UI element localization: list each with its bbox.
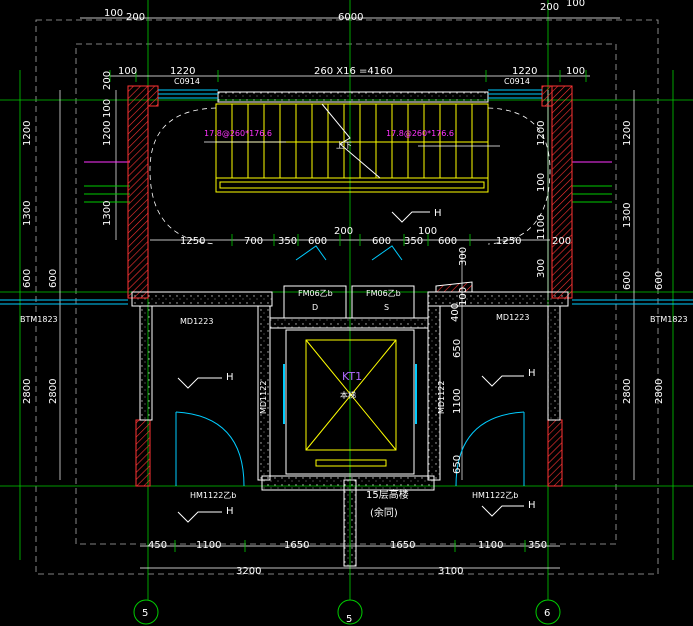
fm-sub-left: D (312, 303, 318, 312)
top-dim-stair-run: 260 X16 =4160 (314, 66, 393, 77)
right-dim-2800b: 2800 (654, 379, 665, 404)
bottom-dim-1650b: 1650 (390, 540, 415, 551)
stair-label-left: 17.8@260*176.6 (204, 129, 272, 138)
mid-dim-600b: 600 (372, 236, 391, 247)
md-label-left: MD1223 (180, 317, 213, 326)
mid-dim-100: 100 (418, 226, 437, 237)
axis-label-mid: 5 (346, 614, 352, 625)
md-elev-left: MD1122 (259, 381, 268, 414)
level-h-bottom-left: H (226, 506, 234, 517)
side-reference-lines (0, 161, 693, 305)
left-dim-100: 100 (102, 99, 113, 118)
elev-dim-100b: 100 (458, 287, 469, 306)
axis-label-left: 5 (142, 608, 148, 619)
btm-label-left: BTM1823 (20, 315, 58, 324)
mid-dim-200r: 200 (552, 236, 571, 247)
left-dim-1200b: 1200 (102, 121, 113, 146)
top-dim-100-left: 100 (118, 66, 137, 77)
stair-label-right: 17.8@260*176.6 (386, 129, 454, 138)
level-h-stair: H (434, 208, 442, 219)
left-dim-200: 200 (102, 71, 113, 90)
top-dim-total: 6000 (338, 12, 363, 23)
fire-doors (283, 245, 473, 319)
stair-treads (215, 103, 489, 193)
right-dim-100a: 100 (536, 173, 547, 192)
top-dim-1220b: 1220 (512, 66, 537, 77)
right-dim-1200b: 1200 (536, 121, 547, 146)
stair-up-label: 上下 (336, 141, 352, 150)
dimension-ticks (109, 70, 587, 552)
axis-bubbles (133, 599, 561, 625)
md-label-right: MD1223 (496, 313, 529, 322)
bottom-dim-1650a: 1650 (284, 540, 309, 551)
elev-dim-1100: 1100 (452, 389, 463, 414)
elev-dim-300: 300 (458, 247, 469, 266)
top-dim-1220a: 1220 (170, 66, 195, 77)
window-label-left: C0914 (174, 77, 200, 86)
top-dim-200b: 200 (540, 2, 559, 13)
concrete-walls (131, 91, 569, 567)
window-label-right: C0914 (504, 77, 530, 86)
left-dim-1300a: 1300 (22, 201, 33, 226)
bottom-dim-1100b: 1100 (478, 540, 503, 551)
bottom-dim-450: 450 (148, 540, 167, 551)
mid-dim-1250a: 1250 (180, 236, 205, 247)
mid-dim-350b: 350 (404, 236, 423, 247)
top-dim-100c: 100 (566, 66, 585, 77)
landing-boundary (149, 107, 551, 245)
elevator-sub: 本梯 (340, 390, 356, 400)
right-dim-600a: 600 (622, 271, 633, 290)
md-elev-right: MD1122 (437, 381, 446, 414)
fm-label-right: FM06乙b (366, 289, 401, 298)
mid-dim-600a: 600 (308, 236, 327, 247)
left-dim-1300b: 1300 (102, 201, 113, 226)
mid-dim-600c: 600 (438, 236, 457, 247)
elev-dim-650b: 650 (452, 455, 463, 474)
fm-sub-right: S (384, 303, 389, 312)
level-h-left: H (226, 372, 234, 383)
left-dim-600a: 600 (22, 269, 33, 288)
hm-label-left: HM1122乙b (190, 491, 236, 500)
mid-dim-200: 200 (334, 226, 353, 237)
hatched-walls (127, 85, 573, 487)
hm-label-right: HM1122乙b (472, 491, 518, 500)
mid-dim-350a: 350 (278, 236, 297, 247)
elev-dim-650a: 650 (452, 339, 463, 358)
left-dim-1200a: 1200 (22, 121, 33, 146)
elev-dim-400: 400 (450, 303, 461, 322)
left-dim-600b: 600 (48, 269, 59, 288)
fm-label-left: FM06乙b (298, 289, 333, 298)
axis-label-right: 6 (544, 608, 550, 619)
bottom-dim-1100a: 1100 (196, 540, 221, 551)
right-dim-1200a: 1200 (622, 121, 633, 146)
mid-dim-1250b: 1250 (496, 236, 521, 247)
bottom-dim-3200: 3200 (236, 566, 261, 577)
level-h-bottom-right: H (528, 500, 536, 511)
elevator-label: KT1 (342, 370, 362, 383)
top-dim-100a: 100 (104, 8, 123, 19)
right-dim-1300: 1300 (622, 203, 633, 228)
stair-break-line (321, 103, 381, 179)
mid-dim-700: 700 (244, 236, 263, 247)
bottom-dim-350: 350 (528, 540, 547, 551)
btm-label-right: BTM1823 (650, 315, 688, 324)
top-dim-100b: 100 (566, 0, 585, 9)
elevator-shaft (283, 329, 417, 475)
top-windows (158, 89, 542, 99)
right-dim-600b: 600 (654, 271, 665, 290)
level-marks (177, 211, 524, 523)
top-dim-200a: 200 (126, 12, 145, 23)
note-sub: (余同) (370, 506, 398, 519)
level-h-right: H (528, 368, 536, 379)
right-dim-1100: 1100 (536, 215, 547, 240)
swing-doors (175, 411, 525, 487)
left-dim-2800b: 2800 (48, 379, 59, 404)
note-main: 15层高楼 (366, 488, 409, 501)
right-dim-300: 300 (536, 259, 547, 278)
right-dim-2800a: 2800 (622, 379, 633, 404)
stair-arrows (204, 141, 500, 147)
bottom-dim-3100: 3100 (438, 566, 463, 577)
left-dim-2800a: 2800 (22, 379, 33, 404)
